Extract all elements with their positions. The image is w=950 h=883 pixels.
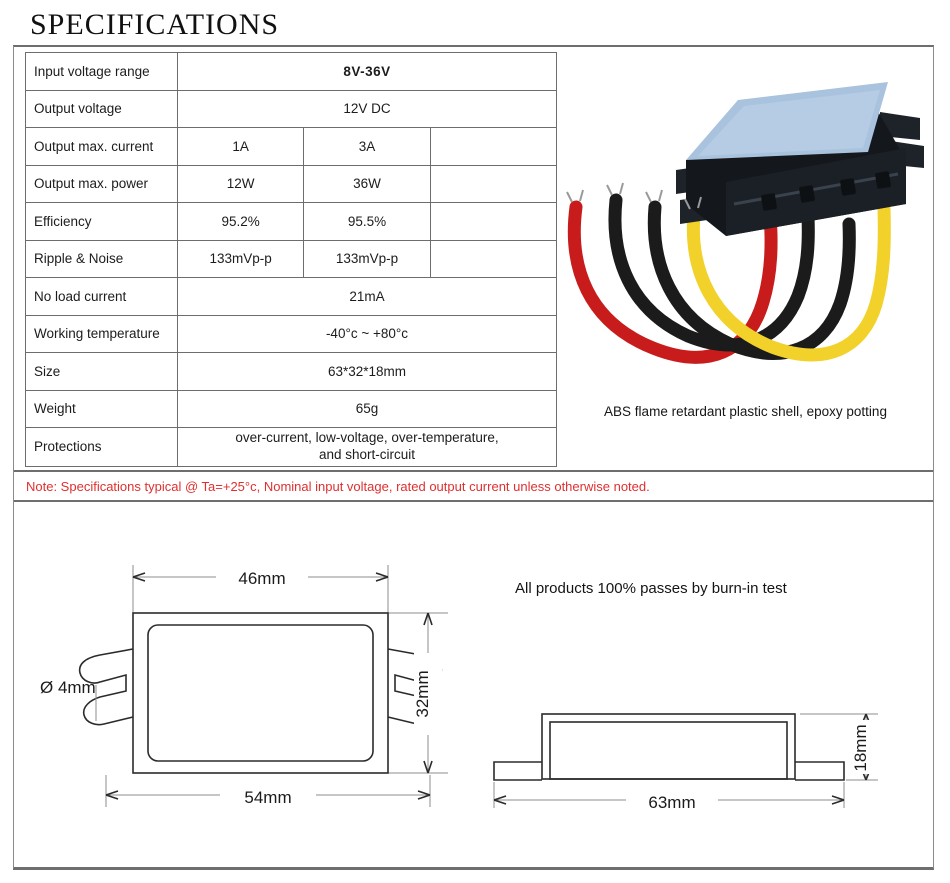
dim-hole-diameter: Ø 4mm	[40, 678, 97, 721]
wire-red	[567, 200, 778, 364]
row-value-a: 95.2%	[176, 202, 305, 241]
product-photo-illustration	[566, 82, 924, 364]
table-row: Weight 65g	[25, 389, 557, 428]
cable-glands	[761, 171, 891, 211]
row-label: Input voltage range	[25, 52, 178, 91]
row-value-c	[429, 164, 558, 203]
wire-yellow	[686, 201, 891, 362]
dim-18mm: 18mm	[851, 713, 880, 781]
row-value-a: 12W	[176, 164, 305, 203]
dim-label-18mm: 18mm	[851, 724, 870, 771]
dimension-drawing-side-view: 18mm 63mm	[480, 690, 920, 845]
row-value: 63*32*18mm	[177, 352, 557, 391]
dim-label-hole: Ø 4mm	[40, 678, 96, 697]
table-row: Output max. current 1A 3A	[25, 127, 558, 166]
dim-32mm: 32mm	[413, 612, 442, 774]
top-view-outline	[132, 612, 389, 774]
row-value-b: 36W	[303, 164, 431, 203]
row-value-c	[429, 202, 558, 241]
wire-tips	[566, 182, 702, 210]
dim-54mm: 54mm	[105, 781, 431, 808]
specifications-table: Input voltage range 8V-36V Output voltag…	[25, 52, 558, 467]
row-label: Output max. current	[25, 127, 178, 166]
row-value: over-current, low-voltage, over-temperat…	[177, 427, 557, 467]
row-value-b: 133mVp-p	[303, 239, 431, 278]
row-value-line1: over-current, low-voltage, over-temperat…	[235, 430, 499, 445]
table-row: Size 63*32*18mm	[25, 352, 557, 391]
row-value: 12V DC	[177, 89, 557, 128]
row-label: Output voltage	[25, 89, 178, 128]
page-border	[13, 45, 934, 870]
row-label: Size	[25, 352, 178, 391]
table-row: Input voltage range 8V-36V	[25, 52, 557, 91]
row-value-a: 1A	[176, 127, 305, 166]
row-label: Protections	[25, 427, 178, 467]
row-value-b: 95.5%	[303, 202, 431, 241]
row-label: Efficiency	[25, 202, 178, 241]
row-label: Working temperature	[25, 314, 178, 353]
row-value: 21mA	[177, 277, 557, 316]
row-value: -40°c ~ +80°c	[177, 314, 557, 353]
burn-in-caption: All products 100% passes by burn-in test	[515, 580, 787, 597]
table-row: Output max. power 12W 36W	[25, 164, 558, 203]
table-row: Working temperature -40°c ~ +80°c	[25, 314, 557, 353]
row-value-c	[429, 127, 558, 166]
dim-label-63mm: 63mm	[648, 793, 695, 812]
row-value-c	[429, 239, 558, 278]
mount-ear-left	[78, 648, 134, 726]
dim-46mm: 46mm	[132, 563, 389, 589]
dimension-drawing-top-view: 46mm Ø 4mm	[38, 545, 478, 840]
page-title: SPECIFICATIONS	[30, 8, 280, 41]
table-row: Ripple & Noise 133mVp-p 133mVp-p	[25, 239, 558, 278]
photo-caption: ABS flame retardant plastic shell, epoxy…	[604, 404, 887, 419]
dim-63mm: 63mm	[493, 786, 845, 813]
dim-label-46mm: 46mm	[238, 569, 285, 588]
shell-front-face	[726, 148, 906, 236]
side-view-outline	[493, 713, 845, 781]
row-value: 65g	[177, 389, 557, 428]
row-value: 8V-36V	[177, 52, 557, 91]
table-row: Efficiency 95.2% 95.5%	[25, 202, 558, 241]
table-row: Output voltage 12V DC	[25, 89, 557, 128]
table-row: Protections over-current, low-voltage, o…	[25, 427, 557, 467]
dim-label-54mm: 54mm	[244, 788, 291, 807]
row-value-line2: and short-circuit	[318, 446, 416, 462]
product-photo: ABS flame retardant plastic shell, epoxy…	[558, 52, 933, 467]
row-label: Weight	[25, 389, 178, 428]
dim-label-32mm: 32mm	[413, 670, 432, 717]
row-label: No load current	[25, 277, 178, 316]
table-row: No load current 21mA	[25, 277, 557, 316]
row-value-b: 3A	[303, 127, 431, 166]
row-label: Ripple & Noise	[25, 239, 178, 278]
row-label: Output max. power	[25, 164, 178, 203]
row-value-a: 133mVp-p	[176, 239, 305, 278]
note-text: Note: Specifications typical @ Ta=+25°c,…	[26, 478, 650, 494]
note-strip: Note: Specifications typical @ Ta=+25°c,…	[14, 470, 933, 502]
